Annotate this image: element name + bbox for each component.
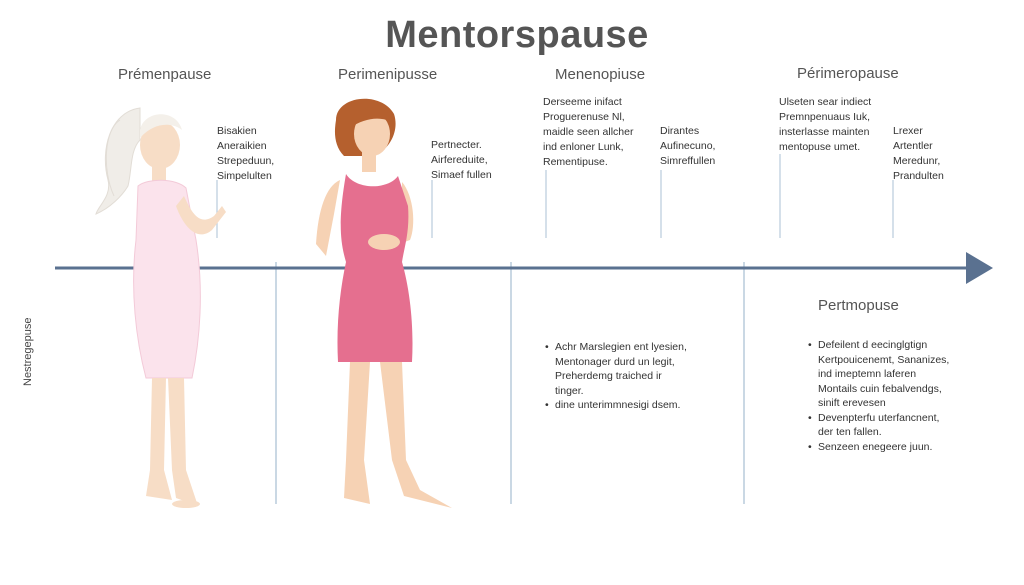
bullet-item: Preherdemg traiched ir — [555, 370, 662, 382]
note-line: insterlasse mainten — [779, 126, 870, 138]
note-line: Premnpenuaus Iuk, — [779, 111, 871, 123]
bullet-item: Kertpouicenemt, Sananizes, — [818, 353, 950, 366]
note-line: mentopuse umet. — [779, 141, 861, 153]
bullet-list-menopause: Achr Marslegien ent lyesien, Mentonager … — [545, 340, 687, 413]
bullet-item: Mentonager durd un legit, — [555, 355, 675, 368]
woman-figure-premenopause — [95, 107, 226, 508]
bullet-item: Achr Marslegien ent lyesien, — [545, 340, 687, 355]
note-premenopause: Bisakien Aneraikien Strepeduun, Simpelul… — [217, 124, 274, 184]
note-perimenopause: Pertnecter. Airfereduite, Simaef fullen — [431, 138, 492, 183]
lower-stage-label: Pertmopuse — [818, 297, 899, 314]
stage-label-premenopause: Prémenpause — [118, 66, 212, 83]
note-line: ind enloner Lunk, — [543, 141, 624, 153]
bullet-item: Devenpterfu uterfancnent, — [808, 411, 949, 426]
timeline-arrowhead-icon — [966, 252, 993, 284]
page-title: Mentorspause — [385, 14, 649, 56]
note-line: Proguerenuse Nl, — [543, 111, 625, 123]
note-line: Aneraikien — [217, 140, 267, 152]
bullet-item: Montails cuin febalvendgs, — [818, 382, 942, 395]
note-line: Bisakien — [217, 125, 257, 137]
note-line: maidle seen allcher — [543, 126, 634, 138]
woman-figure-perimenopause — [316, 98, 452, 508]
note-postmenopause-right: Lrexer Artentler Meredunr, Prandulten — [893, 124, 944, 184]
bullet-list-postmenopause: Defeilent d eecinglgtign Kertpouicenemt,… — [808, 338, 949, 454]
note-menopause-left: Derseeme inifact Proguerenuse Nl, maidle… — [543, 95, 633, 170]
bullet-item: ind imeptemn laferen — [818, 368, 917, 380]
note-line: Strepeduun, — [217, 155, 275, 167]
stage-label-postmenopause: Périmeropause — [797, 65, 899, 82]
note-line: Meredunr, — [893, 155, 941, 167]
note-line: Lrexer — [893, 125, 923, 137]
note-line: Aufinecuno, — [660, 140, 716, 152]
note-line: Pertnecter. — [431, 139, 482, 151]
bullet-item: sinift erevesen — [818, 397, 886, 409]
note-menopause-right: Dirantes Aufinecuno, Simreffullen — [660, 124, 715, 169]
bullet-item: Defeilent d eecinglgtign — [808, 338, 949, 353]
bullet-item: der ten fallen. — [818, 426, 882, 438]
note-line: Derseeme inifact — [543, 96, 622, 108]
note-line: Simreffullen — [660, 155, 716, 167]
note-line: Artentler — [893, 140, 933, 152]
bullet-item: tinger. — [555, 384, 584, 397]
note-line: Dirantes — [660, 125, 700, 137]
note-line: Prandulten — [893, 170, 944, 182]
bullet-item: Senzeen enegeere juun. — [808, 440, 949, 455]
bullet-item: dine unterimmnesigi dsem. — [545, 398, 687, 413]
note-line: Simpelulten — [217, 170, 272, 182]
side-axis-label: Nestregepuse — [22, 317, 34, 387]
note-line: Rementipuse. — [543, 156, 608, 168]
stage-label-menopause: Menenopiuse — [555, 66, 646, 83]
stage-label-perimenopause: Perimenipusse — [338, 66, 438, 83]
note-line: Airfereduite, — [431, 154, 488, 166]
note-line: Ulseten sear indiect — [779, 96, 872, 108]
note-line: Simaef fullen — [431, 169, 492, 181]
note-postmenopause-left: Ulseten sear indiect Premnpenuaus Iuk, i… — [779, 95, 871, 155]
